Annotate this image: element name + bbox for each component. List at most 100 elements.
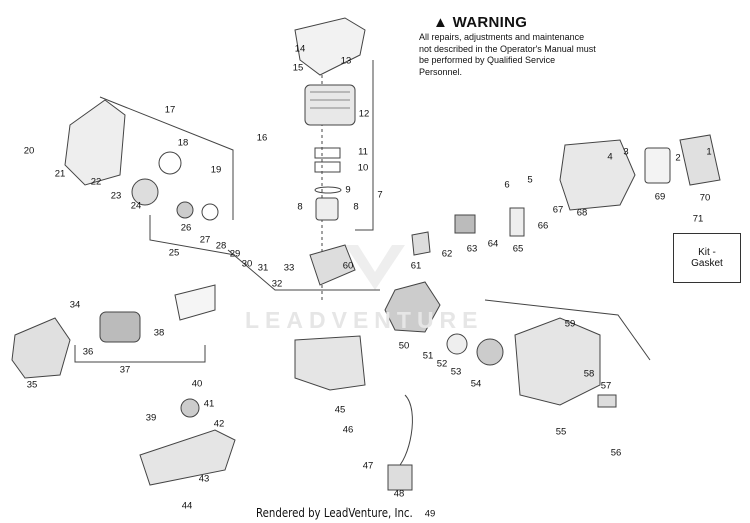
part-spring-26 <box>176 201 194 219</box>
callout-43[interactable]: 43 <box>198 473 210 485</box>
callout-18[interactable]: 18 <box>177 137 189 149</box>
callout-4[interactable]: 4 <box>607 151 613 163</box>
callout-13[interactable]: 13 <box>340 55 352 67</box>
callout-7[interactable]: 7 <box>377 189 383 201</box>
part-air-cover <box>679 134 721 186</box>
callout-30[interactable]: 30 <box>241 258 253 270</box>
callout-24[interactable]: 24 <box>130 200 142 212</box>
callout-51[interactable]: 51 <box>422 350 434 362</box>
callout-14[interactable]: 14 <box>294 43 306 55</box>
callout-50[interactable]: 50 <box>398 340 410 352</box>
callout-23[interactable]: 23 <box>110 190 122 202</box>
part-pulley <box>131 178 159 206</box>
callout-59[interactable]: 59 <box>564 318 576 330</box>
callout-6[interactable]: 6 <box>504 179 510 191</box>
callout-63[interactable]: 63 <box>466 243 478 255</box>
warning-body: All repairs, adjustments and maintenance… <box>419 32 596 77</box>
warning-title: ▲ WARNING <box>433 14 528 31</box>
callout-34[interactable]: 34 <box>69 299 81 311</box>
part-gasket <box>314 161 341 173</box>
callout-11[interactable]: 11 <box>358 146 368 158</box>
part-piston <box>315 197 339 221</box>
callout-41[interactable]: 41 <box>203 398 215 410</box>
part-ignition-coil <box>387 464 413 491</box>
callout-39[interactable]: 39 <box>145 412 157 424</box>
callout-53[interactable]: 53 <box>450 366 462 378</box>
part-fuel-tank <box>139 429 236 486</box>
part-gasket-65 <box>509 207 525 237</box>
callout-5[interactable]: 5 <box>527 174 533 186</box>
callout-57[interactable]: 57 <box>600 380 612 392</box>
callout-17[interactable]: 17 <box>164 104 176 116</box>
callout-55[interactable]: 55 <box>555 426 567 438</box>
callout-64[interactable]: 64 <box>487 238 499 250</box>
callout-61[interactable]: 61 <box>410 260 422 272</box>
part-27 <box>201 203 219 221</box>
callout-16[interactable]: 16 <box>256 132 268 144</box>
callout-52[interactable]: 52 <box>436 358 448 370</box>
callout-62[interactable]: 62 <box>441 248 453 260</box>
callout-25[interactable]: 25 <box>168 247 180 259</box>
part-gasket <box>314 147 341 159</box>
callout-10[interactable]: 10 <box>357 162 369 174</box>
callout-71[interactable]: 71 <box>692 213 704 225</box>
bracket-25 <box>149 215 236 256</box>
part-air-box <box>559 139 636 211</box>
callout-49[interactable]: 49 <box>424 508 436 520</box>
callout-15[interactable]: 15 <box>292 62 304 74</box>
part-cylinder <box>304 84 356 126</box>
callout-56[interactable]: 56 <box>610 447 622 459</box>
callout-31[interactable]: 31 <box>257 262 269 274</box>
part-drive-housing <box>514 317 601 406</box>
callout-67[interactable]: 67 <box>552 204 564 216</box>
callout-69[interactable]: 69 <box>654 191 666 203</box>
callout-46[interactable]: 46 <box>342 424 354 436</box>
callout-54[interactable]: 54 <box>470 378 482 390</box>
callout-29[interactable]: 29 <box>229 248 241 260</box>
callout-3[interactable]: 3 <box>623 146 629 158</box>
callout-68[interactable]: 68 <box>576 207 588 219</box>
part-cover <box>294 17 366 76</box>
callout-20[interactable]: 20 <box>23 145 35 157</box>
callout-2[interactable]: 2 <box>675 152 681 164</box>
bracket-7 <box>355 60 374 231</box>
kit-label-gasket: Gasket <box>691 258 723 269</box>
bracket-59 <box>484 299 651 361</box>
callout-9[interactable]: 9 <box>345 184 351 196</box>
callout-65[interactable]: 65 <box>512 243 524 255</box>
callout-27[interactable]: 27 <box>199 234 211 246</box>
callout-28[interactable]: 28 <box>215 240 227 252</box>
callout-42[interactable]: 42 <box>213 418 225 430</box>
callout-8[interactable]: 8 <box>297 201 303 213</box>
callout-12[interactable]: 12 <box>358 108 370 120</box>
part-muffler <box>99 311 141 343</box>
callout-32[interactable]: 32 <box>271 278 283 290</box>
callout-58[interactable]: 58 <box>583 368 595 380</box>
callout-22[interactable]: 22 <box>90 176 102 188</box>
callout-38[interactable]: 38 <box>153 327 165 339</box>
callout-19[interactable]: 19 <box>210 164 222 176</box>
part-starter-housing <box>64 99 126 186</box>
callout-40[interactable]: 40 <box>191 378 203 390</box>
callout-37[interactable]: 37 <box>119 364 131 376</box>
callout-44[interactable]: 44 <box>181 500 193 512</box>
callout-33[interactable]: 33 <box>283 262 295 274</box>
part-spring <box>158 151 182 175</box>
watermark-logo <box>345 245 405 290</box>
part-ring <box>314 186 342 194</box>
callout-21[interactable]: 21 <box>54 168 66 180</box>
callout-1[interactable]: 1 <box>706 146 712 158</box>
part-clutch <box>476 338 504 366</box>
callout-66[interactable]: 66 <box>537 220 549 232</box>
callout-36[interactable]: 36 <box>82 346 94 358</box>
callout-45[interactable]: 45 <box>334 404 346 416</box>
callout-47[interactable]: 47 <box>362 460 374 472</box>
callout-8[interactable]: 8 <box>353 201 359 213</box>
callout-35[interactable]: 35 <box>26 379 38 391</box>
bracket-17 <box>99 96 234 220</box>
callout-60[interactable]: 60 <box>342 260 354 272</box>
callout-70[interactable]: 70 <box>699 192 711 204</box>
part-washer <box>446 333 468 355</box>
callout-48[interactable]: 48 <box>393 488 405 500</box>
callout-26[interactable]: 26 <box>180 222 192 234</box>
